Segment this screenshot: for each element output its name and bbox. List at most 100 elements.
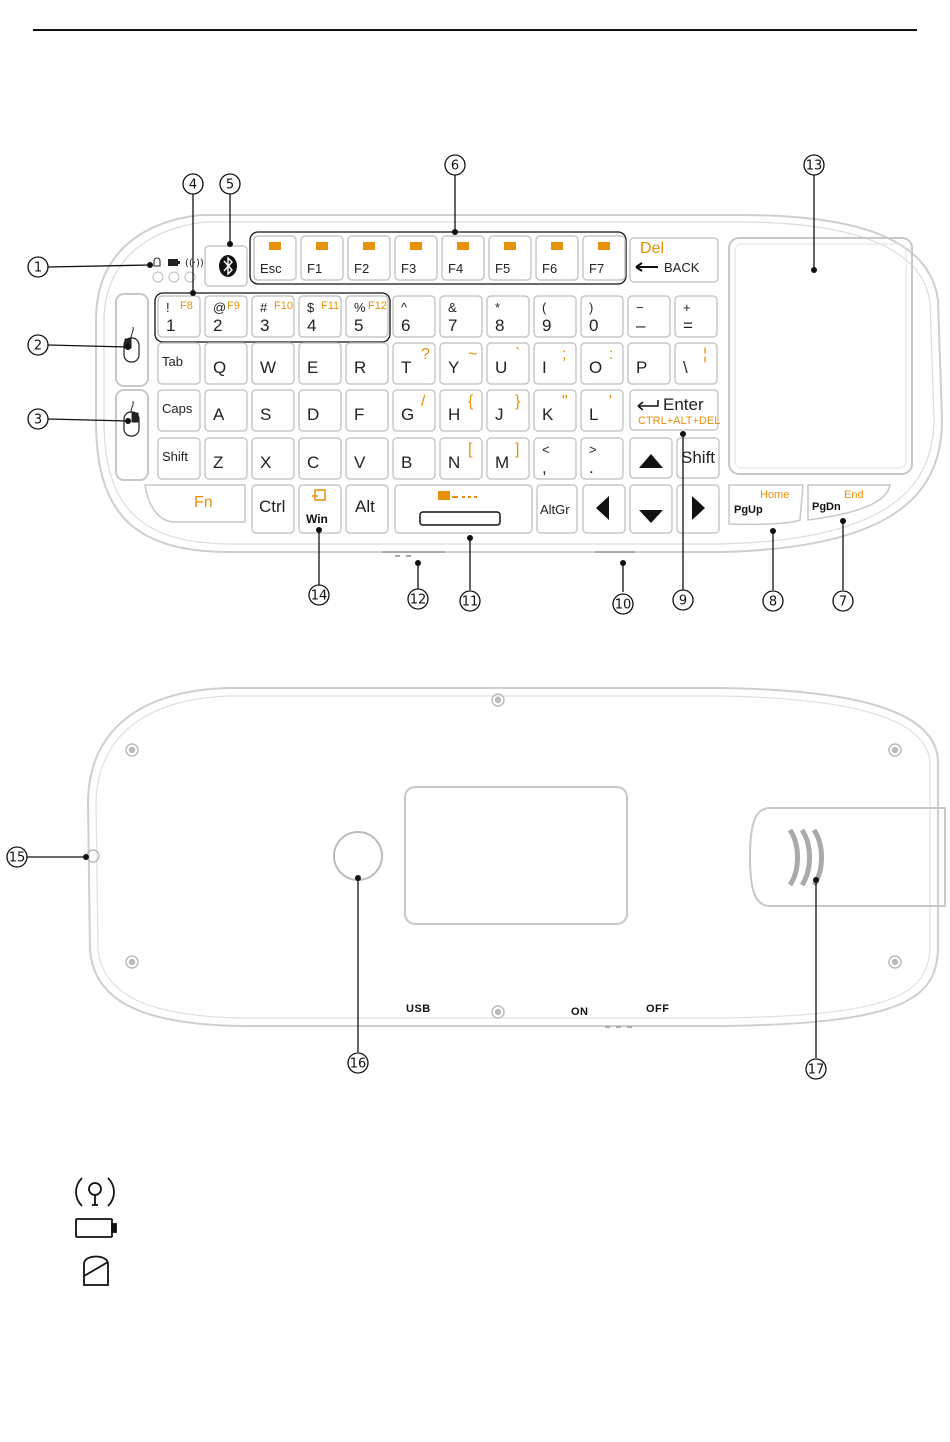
k-4-alt-label: F11	[321, 300, 339, 312]
k-p[interactable]: P	[627, 342, 671, 385]
wireless-led-icon: ((·))	[185, 258, 204, 269]
k-o-alt-label: :	[609, 346, 613, 363]
arrow-up-key[interactable]	[629, 437, 673, 479]
space-key[interactable]	[394, 484, 533, 534]
k-m[interactable]: M]	[486, 437, 530, 480]
led-indicators: ((·))	[152, 257, 204, 283]
bluetooth-key[interactable]	[204, 245, 248, 287]
k-4-main-label: 4	[307, 316, 316, 335]
ctrl-key[interactable]: Ctrl	[251, 484, 295, 534]
callout-5: 5	[219, 173, 241, 195]
k-b[interactable]: B	[392, 437, 436, 480]
k-l[interactable]: L'	[580, 389, 624, 432]
k-f4[interactable]: F4	[441, 235, 485, 281]
callout-3-label: 3	[34, 413, 42, 428]
right-shift-key[interactable]: Shift	[676, 437, 720, 479]
k-j[interactable]: J}	[486, 389, 530, 432]
right-mouse-button[interactable]	[115, 389, 149, 481]
k-c[interactable]: C	[298, 437, 342, 480]
k-z[interactable]: Z	[204, 437, 248, 480]
k-h-alt-label: {	[468, 393, 474, 410]
k-5-shift-label: %	[354, 300, 366, 315]
k-esc-label: Esc	[260, 261, 282, 276]
k-v[interactable]: V	[345, 437, 389, 480]
k-minus[interactable]: −–	[627, 295, 671, 338]
k-8[interactable]: *8	[486, 295, 530, 338]
k-caps-main-label: Caps	[162, 401, 193, 416]
arrow-right-key[interactable]	[676, 484, 720, 534]
arrow-down-key[interactable]	[629, 484, 673, 534]
win-key[interactable]: Win	[298, 484, 342, 534]
k-r[interactable]: R	[345, 342, 389, 385]
callout-12-label: 12	[410, 593, 427, 608]
screw-holes	[125, 693, 902, 1019]
k-n[interactable]: N[	[439, 437, 483, 480]
callout-9: 9	[672, 589, 694, 611]
k-1[interactable]: !1F8	[157, 295, 201, 338]
k-e[interactable]: E	[298, 342, 342, 385]
k-tab[interactable]: Tab	[157, 342, 201, 385]
k-f3[interactable]: F3	[394, 235, 438, 281]
bluetooth-icon	[219, 255, 237, 277]
right-shift-label: Shift	[681, 448, 715, 467]
k-f2[interactable]: F2	[347, 235, 391, 281]
callout-7: 7	[832, 590, 854, 612]
touchpad[interactable]	[728, 237, 913, 475]
arrow-down-icon	[639, 510, 663, 523]
k-comma[interactable]: <,	[533, 437, 577, 480]
k-g[interactable]: G/	[392, 389, 436, 432]
k-a[interactable]: A	[204, 389, 248, 432]
k-shift-l[interactable]: Shift	[157, 437, 201, 480]
k-k[interactable]: K"	[533, 389, 577, 432]
k-7[interactable]: &7	[439, 295, 483, 338]
k-q[interactable]: Q	[204, 342, 248, 385]
k-w[interactable]: W	[251, 342, 295, 385]
del-label: Del	[640, 240, 664, 257]
pgdn-key[interactable]: End PgDn	[807, 484, 891, 521]
k-o[interactable]: O:	[580, 342, 624, 385]
k-f6[interactable]: F6	[535, 235, 579, 281]
k-period[interactable]: >.	[580, 437, 624, 480]
k-l-main-label: L	[589, 405, 598, 424]
k-f5[interactable]: F5	[488, 235, 532, 281]
k-7-shift-label: &	[448, 300, 457, 315]
k-2[interactable]: @2F9	[204, 295, 248, 338]
enter-key[interactable]: Enter CTRL+ALT+DEL	[629, 389, 720, 431]
altgr-key[interactable]: AltGr	[536, 484, 578, 534]
left-mouse-button[interactable]	[115, 293, 149, 387]
k-esc[interactable]: Esc	[253, 235, 297, 281]
k-equal[interactable]: +=	[674, 295, 718, 338]
k-y[interactable]: Y~	[439, 342, 483, 385]
k-x[interactable]: X	[251, 437, 295, 480]
k-f7[interactable]: F7	[582, 235, 626, 281]
k-t[interactable]: T?	[392, 342, 436, 385]
arrow-left-key[interactable]	[582, 484, 626, 534]
k-s[interactable]: S	[251, 389, 295, 432]
k-8-main-label: 8	[495, 316, 504, 335]
backspace-key[interactable]: Del BACK	[629, 237, 719, 283]
k-d[interactable]: D	[298, 389, 342, 432]
k-i[interactable]: I;	[533, 342, 577, 385]
k-0[interactable]: )0	[580, 295, 624, 338]
callout-4: 4	[182, 173, 204, 195]
pgup-key[interactable]: Home PgUp	[728, 484, 804, 526]
k-f6-media-icon	[551, 242, 563, 250]
fn-key[interactable]: Fn	[144, 484, 246, 523]
k-f2-label: F2	[354, 261, 369, 276]
k-f[interactable]: F	[345, 389, 389, 432]
k-f1[interactable]: F1	[300, 235, 344, 281]
alt-key[interactable]: Alt	[345, 484, 389, 534]
caps-led-icon	[153, 257, 161, 267]
k-h[interactable]: H{	[439, 389, 483, 432]
battery-cover[interactable]	[748, 807, 946, 907]
k-9[interactable]: (9	[533, 295, 577, 338]
k-u[interactable]: U`	[486, 342, 530, 385]
k-backslash[interactable]: \¦	[674, 342, 718, 385]
k-caps[interactable]: Caps	[157, 389, 201, 432]
k-e-main-label: E	[307, 358, 318, 377]
k-6[interactable]: ^6	[392, 295, 436, 338]
